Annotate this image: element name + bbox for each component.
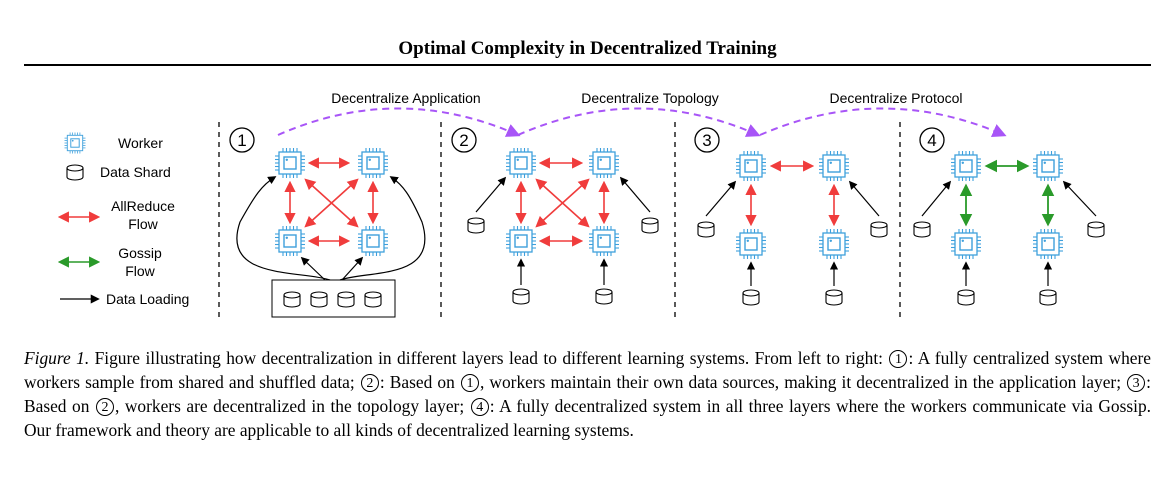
caption-text: : Based on: [24, 372, 1152, 416]
panel-separators: [218, 122, 901, 318]
panel-2-worker: [505, 225, 537, 257]
panel-4-data-shard: [1087, 221, 1105, 238]
panel-2-number-circle: [451, 127, 477, 153]
caption-text: , workers maintain their own data source…: [479, 372, 1127, 392]
header-rule: [24, 64, 1151, 66]
panel-1-worker: [357, 225, 389, 257]
panel-4-worker: [1032, 228, 1064, 260]
caption-text: : A fully decentralized system in all th…: [24, 396, 1152, 440]
arc-label-topology: Decentralize Topology: [581, 90, 719, 106]
arc-label-protocol: Decentralize Protocol: [829, 90, 962, 106]
panel-2-worker: [588, 225, 620, 257]
figure-1-diagram: Worker Data Shard AllReduce Flow Gossip …: [57, 90, 1105, 318]
panel-1-number-circle: [229, 127, 255, 153]
caption-circled-number: 1: [460, 374, 479, 392]
legend-allreduce-label-1: AllReduce: [111, 198, 175, 214]
caption-circled-number: 1: [889, 350, 908, 368]
legend-data-loading-label: Data Loading: [106, 291, 189, 307]
arc-label-application: Decentralize Application: [331, 90, 480, 106]
panel-1-worker: [274, 147, 306, 179]
panel-1-data-shard: [364, 291, 382, 308]
panel-3-worker: [735, 228, 767, 260]
panel-2-application-decentralized: [467, 147, 659, 305]
panel-3-data-shard: [742, 289, 760, 306]
panel-1-data-shard: [310, 291, 328, 308]
panel-1-worker: [274, 225, 306, 257]
panel-3-worker: [818, 228, 850, 260]
caption-text: : A fully centralized system where worke…: [24, 348, 1151, 392]
panel-3-worker: [735, 150, 767, 182]
caption-text: : Based on: [379, 372, 460, 392]
panel-1-data-shard: [337, 291, 355, 308]
panel-4-worker: [950, 150, 982, 182]
panel-4-data-shard: [913, 221, 931, 238]
paper-running-title: Optimal Complexity in Decentralized Trai…: [398, 38, 777, 59]
panel-2-data-shard: [512, 288, 530, 305]
caption-text: Figure illustrating how decentralization…: [89, 348, 889, 368]
caption-circled-number: 3: [1127, 374, 1146, 392]
legend-allreduce-label-2: Flow: [128, 216, 158, 232]
panel-4-worker: [950, 228, 982, 260]
panel-2-number: 2: [459, 131, 468, 150]
panel-2-data-shard: [595, 288, 613, 305]
legend-worker-icon: [64, 132, 86, 154]
panel-4-fully-decentralized: [913, 150, 1105, 306]
panel-2-data-shard: [467, 217, 485, 234]
panel-3-data-shard: [825, 289, 843, 306]
decentralize-arcs: [277, 107, 1007, 137]
legend-gossip-label-1: Gossip: [118, 245, 162, 261]
panel-1-number: 1: [237, 131, 246, 150]
caption-text: , workers are decentralized in the topol…: [114, 396, 470, 416]
panel-4-number: 4: [927, 131, 936, 150]
legend: Worker Data Shard AllReduce Flow Gossip …: [57, 132, 189, 307]
panel-4-data-shard: [1039, 289, 1057, 306]
panel-3-number: 3: [702, 131, 711, 150]
legend-worker-label: Worker: [118, 135, 163, 151]
panel-2-worker: [588, 147, 620, 179]
caption-circled-number: 2: [95, 398, 114, 416]
legend-data-shard-icon: [66, 164, 84, 181]
panel-1-data-shard: [283, 291, 301, 308]
figure-caption: Figure 1. Figure illustrating how decent…: [24, 346, 1151, 442]
panel-3-topology-decentralized: [697, 150, 888, 306]
panel-2-data-shard: [641, 217, 659, 234]
caption-lead: Figure 1.: [24, 348, 90, 368]
panel-3-worker: [818, 150, 850, 182]
panel-1-worker: [357, 147, 389, 179]
panel-1-centralized: [236, 147, 426, 318]
caption-circled-number: 2: [360, 374, 379, 392]
panel-4-worker: [1032, 150, 1064, 182]
panel-4-number-circle: [919, 127, 945, 153]
legend-gossip-label-2: Flow: [125, 263, 155, 279]
panel-4-data-shard: [957, 289, 975, 306]
panel-3-data-shard: [870, 221, 888, 238]
panel-2-worker: [505, 147, 537, 179]
panel-3-number-circle: [694, 127, 720, 153]
legend-data-shard-label: Data Shard: [100, 164, 171, 180]
panel-3-data-shard: [697, 221, 715, 238]
caption-circled-number: 4: [470, 398, 489, 416]
